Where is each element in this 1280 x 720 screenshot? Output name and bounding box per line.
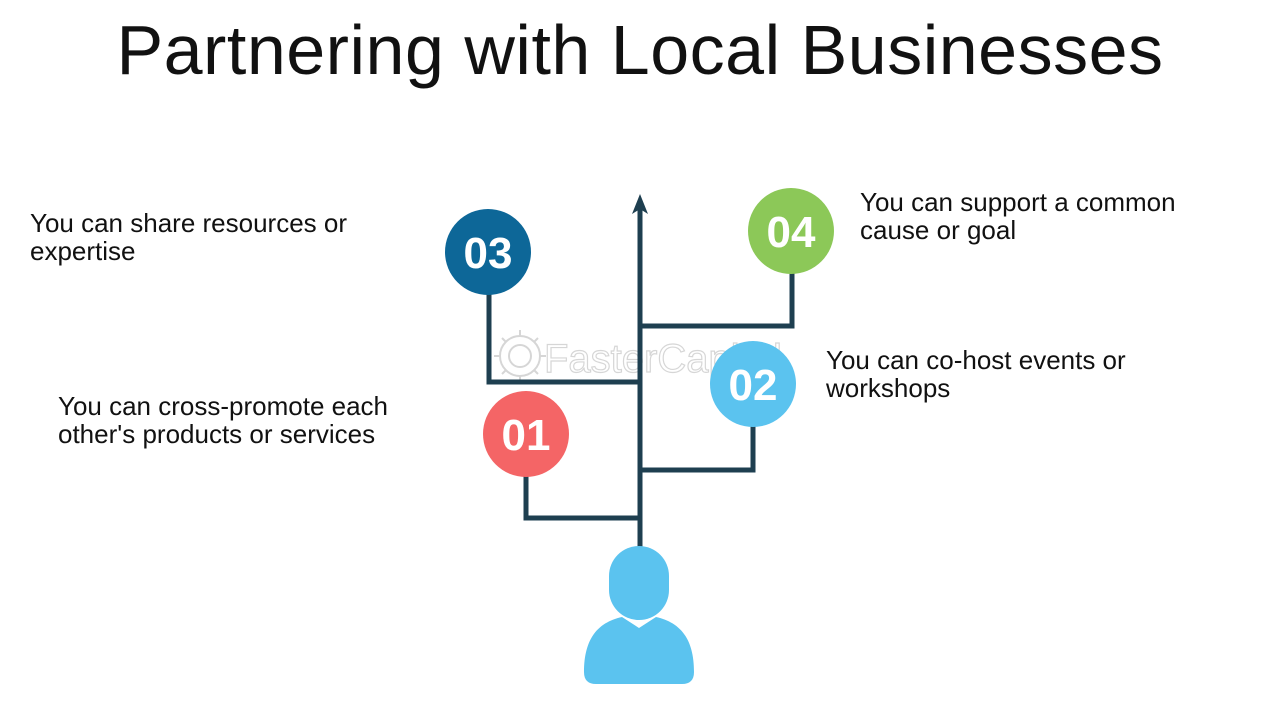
step-circle-01 bbox=[483, 391, 569, 477]
page-title: Partnering with Local Businesses bbox=[116, 11, 1164, 89]
step-number-01: 01 bbox=[502, 411, 551, 460]
step-number-03: 03 bbox=[464, 229, 513, 278]
step-03: 03 bbox=[445, 209, 531, 295]
branch-line-04 bbox=[640, 272, 795, 329]
step-circle-03 bbox=[445, 209, 531, 295]
branch-line-03 bbox=[486, 294, 640, 385]
connector-lines bbox=[486, 208, 795, 548]
branch-line-01 bbox=[523, 476, 640, 521]
arrow-up-icon bbox=[632, 194, 648, 214]
gear-logo-icon bbox=[494, 330, 546, 382]
branch-line-02 bbox=[640, 426, 756, 473]
step-circle-02 bbox=[710, 341, 796, 427]
step-text-02: You can co-host events or workshops bbox=[826, 345, 1126, 403]
step-04: 04 bbox=[748, 188, 834, 274]
step-text-01: You can cross-promote each other's produ… bbox=[58, 391, 389, 449]
step-number-02: 02 bbox=[729, 361, 778, 410]
step-02: 02 bbox=[710, 341, 796, 427]
step-text-03: You can share resources or expertise bbox=[30, 208, 348, 266]
step-01: 01 bbox=[483, 391, 569, 477]
person-icon bbox=[584, 546, 694, 684]
step-circle-04 bbox=[748, 188, 834, 274]
step-text-04: You can support a common cause or goal bbox=[860, 187, 1176, 245]
step-number-04: 04 bbox=[767, 208, 816, 257]
